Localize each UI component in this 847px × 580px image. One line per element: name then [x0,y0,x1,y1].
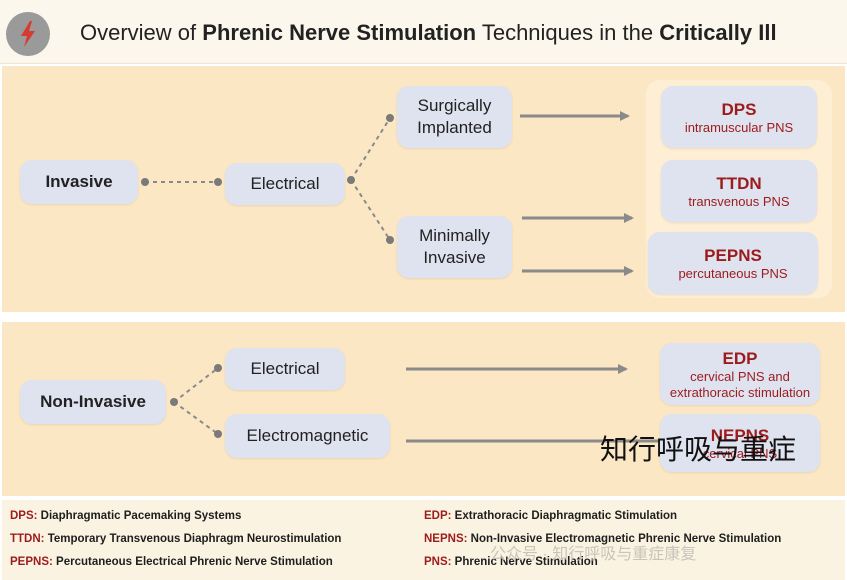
legend-item-ttdn: TTDN: Temporary Transvenous Diaphragm Ne… [10,533,342,545]
dot-surgical-in [386,114,394,122]
invasive-dots [141,114,394,244]
noninvasive-electrical-node: Electrical [225,348,345,390]
invasive-node: Invasive [20,160,138,204]
noninvasive-dashed-connectors [173,367,219,435]
nepns-desc: cervical PNS [702,446,778,461]
invasive-electrical-node: Electrical [225,163,345,205]
nepns-abbr: NEPNS [710,426,770,445]
legend-item-nepns: NEPNS: Non-Invasive Electromagnetic Phre… [424,533,782,545]
legend-panel [2,500,845,580]
edp-desc: cervical PNS and extrathoracic stimulati… [669,369,811,401]
output-edp: EDP cervical PNS and extrathoracic stimu… [660,343,820,405]
noninvasive-to-electromagnetic-line [173,401,219,435]
legend-item-pns: PNS: Phrenic Nerve Stimulation [424,556,598,568]
pepns-abbr: PEPNS [704,246,762,265]
lightning-bolt-icon [21,21,35,47]
dot-minimal-in [386,236,394,244]
page-title: Overview of Phrenic Nerve Stimulation Te… [80,20,777,46]
legend-item-dps: DPS: Diaphragmatic Pacemaking Systems [10,510,242,522]
header: Overview of Phrenic Nerve Stimulation Te… [0,0,847,64]
legend-item-pepns: PEPNS: Percutaneous Electrical Phrenic N… [10,556,333,568]
dot-electrical-in [214,178,222,186]
output-dps: DPS intramuscular PNS [661,86,817,148]
invasive-dashed-connectors [145,117,391,241]
watermark-sub: 公众号 · 知行呼吸与重症康复 [490,546,697,563]
edp-abbr: EDP [722,349,758,368]
output-pepns: PEPNS percutaneous PNS [648,232,818,294]
watermark-main: 知行呼吸与重症 [600,434,797,465]
noninvasive-node: Non-Invasive [20,380,166,424]
title-strong-topic: Phrenic Nerve Stimulation [202,20,477,45]
noninvasive-to-electrical-line [173,367,219,403]
surgically-implanted-node: Surgically Implanted [397,86,512,148]
electrical-to-surgical-line [350,117,391,181]
logo-badge [6,12,50,56]
minimally-invasive-label: Minimally Invasive [419,225,490,267]
solid-arrows [406,111,700,443]
dps-abbr: DPS [721,100,757,119]
dps-desc: intramuscular PNS [684,120,794,135]
legend-item-edp: EDP: Extrathoracic Diaphragmatic Stimula… [424,510,678,522]
ttdn-abbr: TTDN [716,174,762,193]
electromagnetic-node: Electromagnetic [225,414,390,458]
electrical-to-minimal-line [350,179,391,241]
dot-invasive-out [141,178,149,186]
noninvasive-dots [170,364,222,438]
dot-electrical-out [347,176,355,184]
minimally-invasive-node: Minimally Invasive [397,216,512,278]
dot-ni-electrical-in [214,364,222,372]
dot-ni-electromagnetic-in [214,430,222,438]
title-strong-population: Critically Ill [659,20,777,45]
surgically-implanted-label: Surgically Implanted [417,95,492,137]
output-ttdn: TTDN transvenous PNS [661,160,817,222]
pepns-desc: percutaneous PNS [678,266,788,281]
title-prefix: Overview of [80,20,203,45]
dot-noninvasive-out [170,398,178,406]
output-nepns: NEPNS cervical PNS [660,414,820,472]
title-middle: Techniques in the [476,20,660,45]
ttdn-desc: transvenous PNS [688,194,790,209]
